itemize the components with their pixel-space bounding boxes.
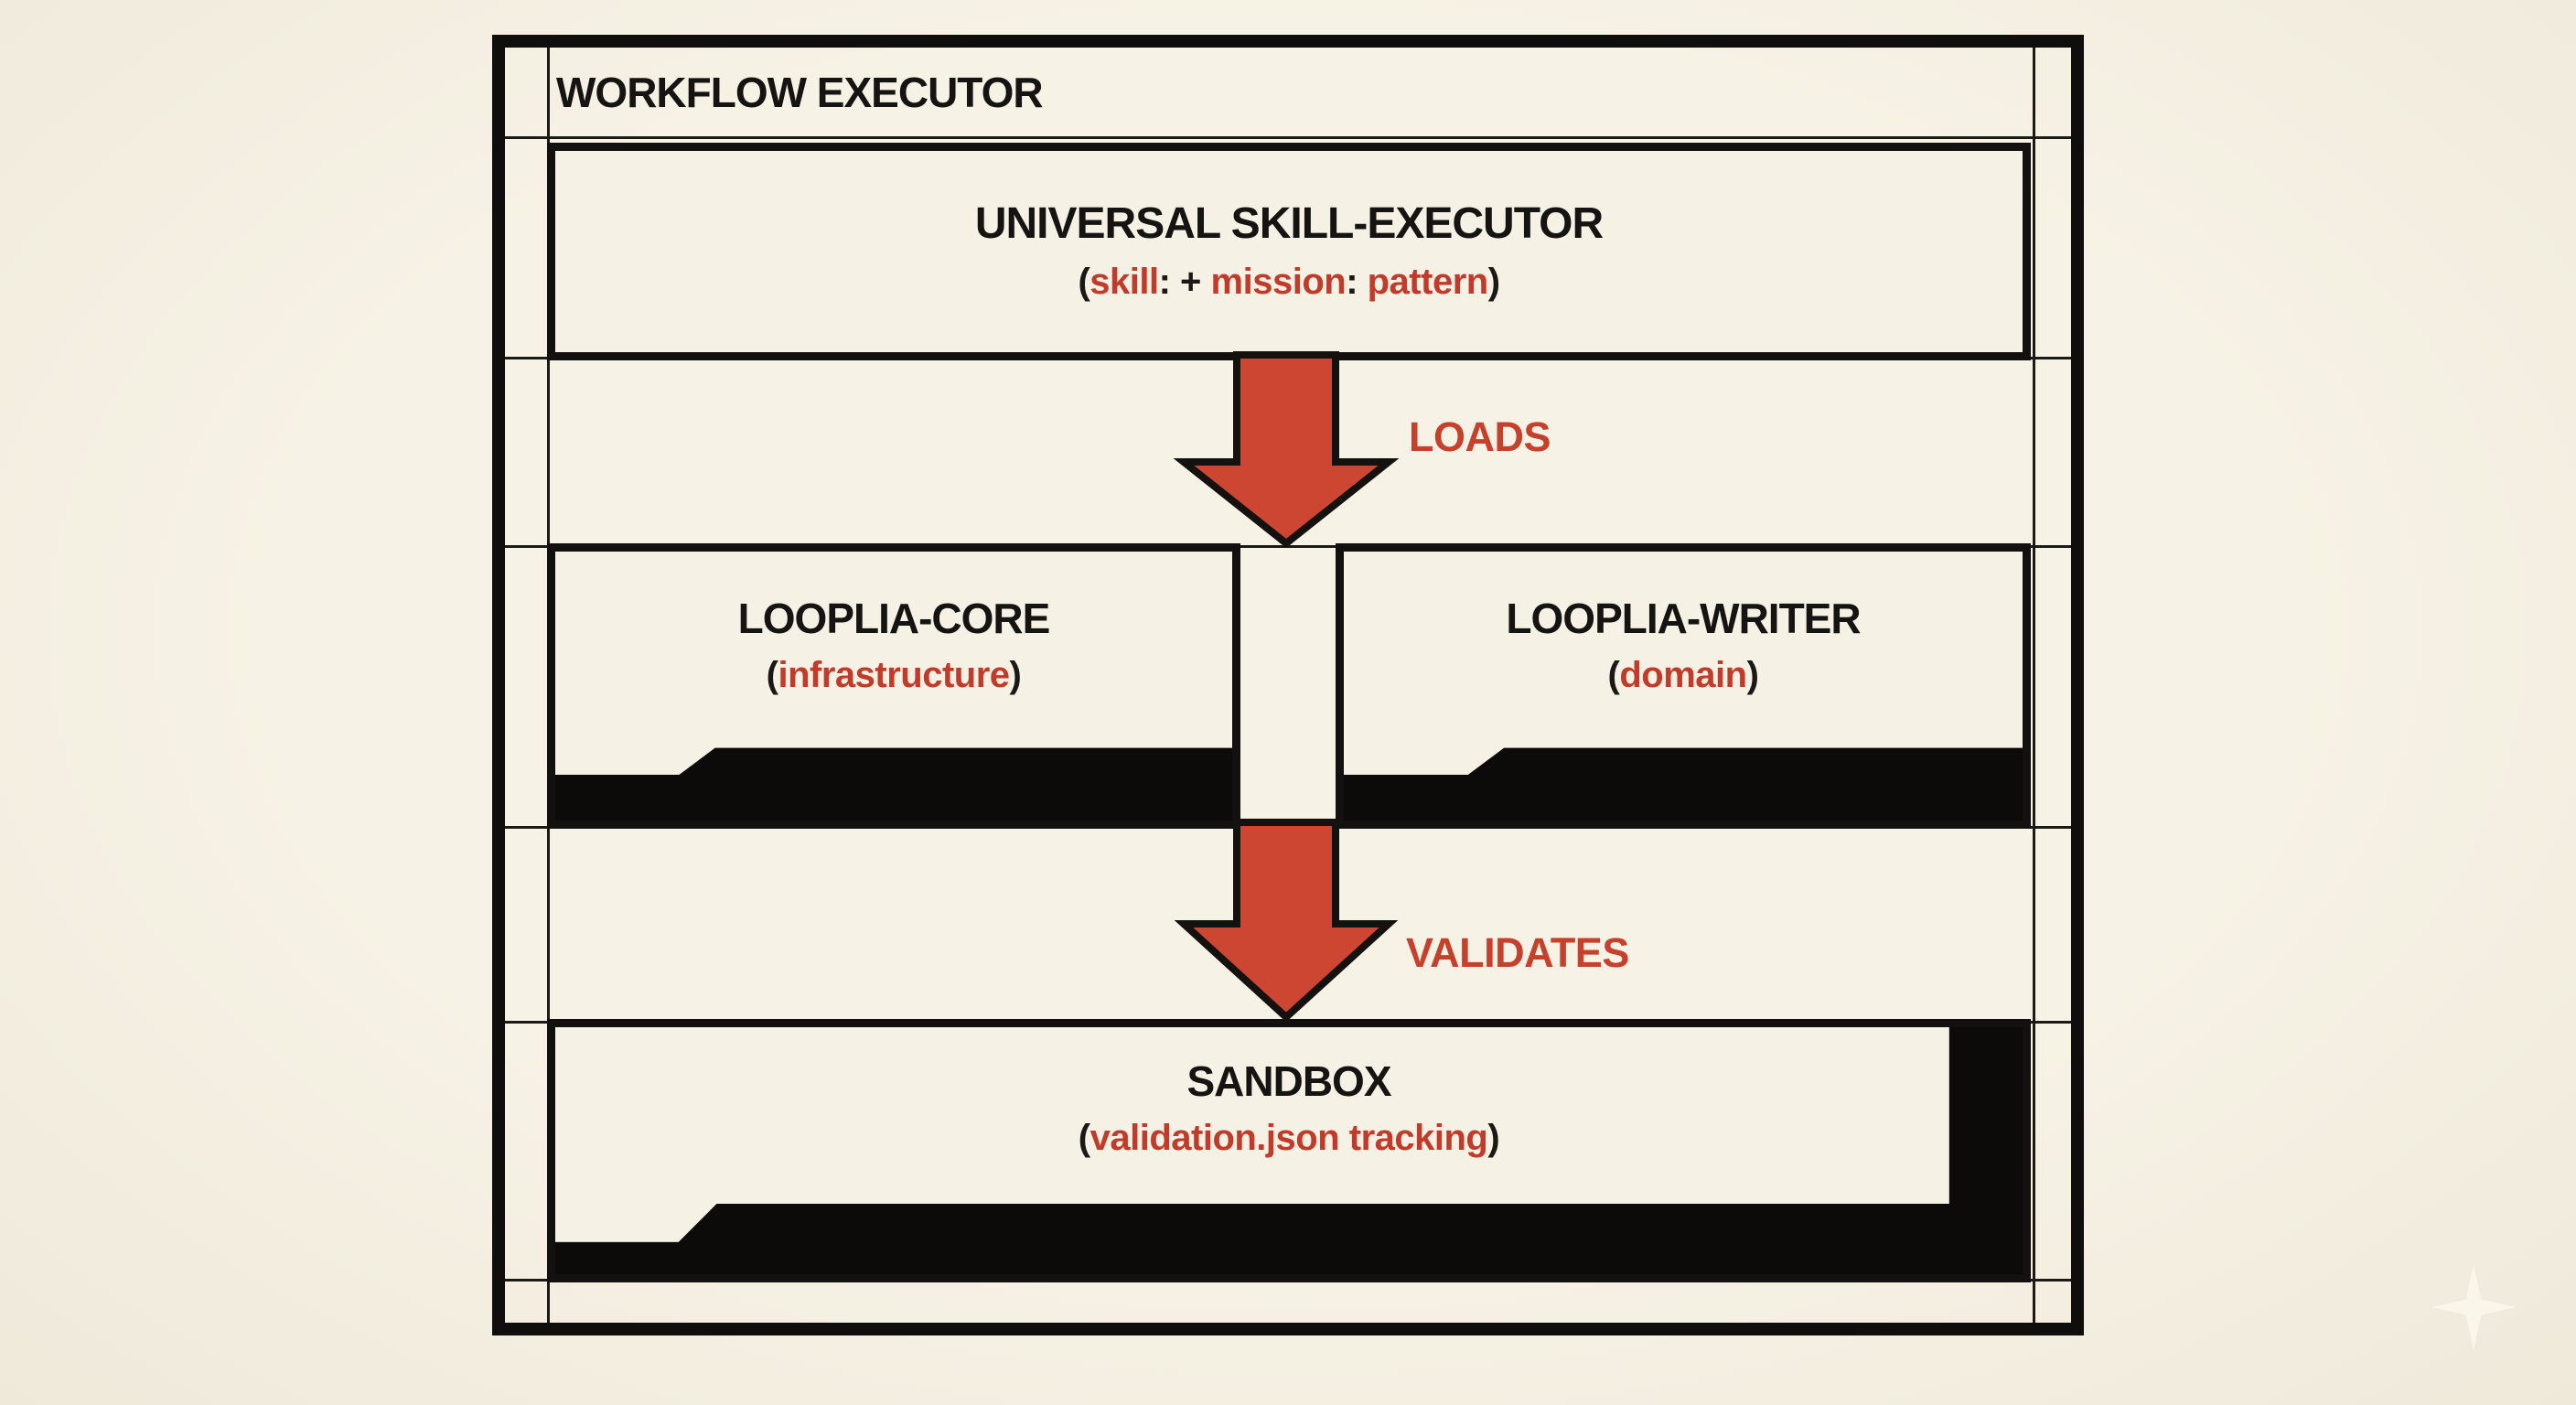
node-universal-skill-executor: UNIVERSAL SKILL-EXECUTOR (skill: + missi… (547, 143, 2031, 360)
loads-arrow-label: LOADS (1409, 413, 1551, 460)
node-universal-subtitle: (skill: + mission: pattern) (1078, 262, 1500, 303)
grid-line-right-gutter (2033, 48, 2035, 1323)
validates-arrow-label: VALIDATES (1406, 929, 1629, 976)
page-title: WORKFLOW EXECUTOR (556, 68, 1044, 116)
node-sandbox-title: SANDBOX (1186, 1056, 1391, 1105)
node-sandbox: SANDBOX (validation.json tracking) (547, 1019, 2031, 1282)
node-universal-title: UNIVERSAL SKILL-EXECUTOR (974, 198, 1604, 248)
header: WORKFLOW EXECUTOR (505, 48, 2071, 136)
grid-line-title-bottom (505, 136, 2071, 139)
node-writer-subtitle: (domain) (1607, 655, 1759, 696)
node-core-subtitle: (infrastructure) (766, 655, 1022, 696)
node-core-title: LOOPLIA-CORE (737, 594, 1051, 642)
node-sandbox-subtitle: (validation.json tracking) (1078, 1118, 1500, 1159)
node-writer-title: LOOPLIA-WRITER (1506, 594, 1861, 642)
sparkle-icon (2431, 1264, 2516, 1350)
node-looplia-core: LOOPLIA-CORE (infrastructure) (547, 543, 1240, 829)
node-looplia-writer: LOOPLIA-WRITER (domain) (1336, 543, 2031, 829)
outer-frame (492, 35, 2084, 1335)
